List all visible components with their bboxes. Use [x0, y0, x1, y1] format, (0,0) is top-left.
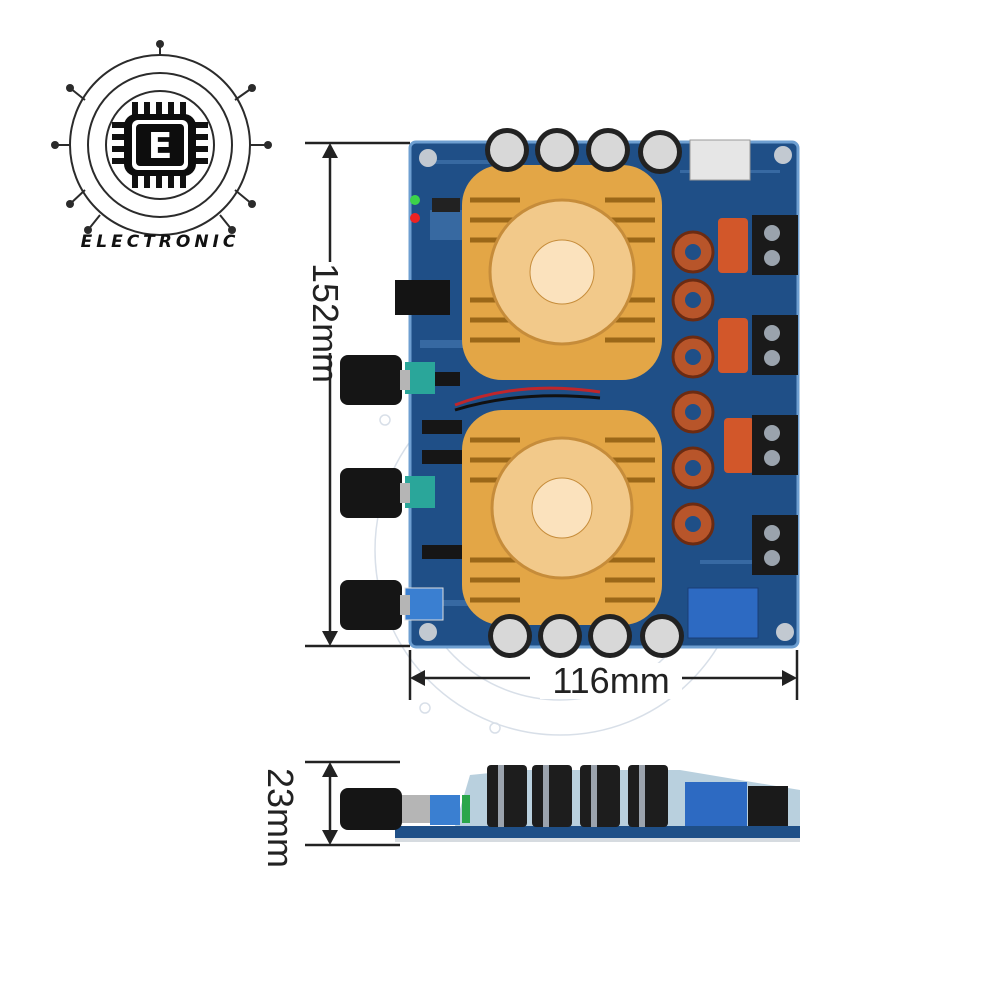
- electronic-logo: E: [51, 40, 272, 236]
- fan-wire: [454, 386, 601, 407]
- audio-jack: [395, 280, 450, 315]
- logo-circuit-dots: [51, 40, 272, 234]
- dimension-arrows: [322, 143, 797, 845]
- leds: [410, 195, 420, 223]
- logo-name: ELECTRONIC: [80, 232, 240, 252]
- depth-dimension-label: 23mm: [260, 768, 301, 869]
- mounting-holes: [419, 146, 794, 641]
- film-capacitors: [718, 218, 754, 473]
- lower-heatsink: [462, 410, 662, 625]
- dimension-lines: [305, 141, 799, 847]
- blue-trimmer: [404, 587, 444, 621]
- logo-letter: E: [148, 126, 173, 167]
- inductor-cores: [685, 244, 701, 532]
- height-dimension-label: 152mm: [305, 263, 346, 384]
- logo-circuit-rings: [55, 44, 268, 236]
- ic-chips: [422, 372, 462, 559]
- speaker-terminals: [752, 215, 798, 575]
- side-relay: [685, 782, 747, 826]
- volume-knobs: [340, 355, 410, 630]
- side-capacitors: [487, 765, 668, 827]
- side-trimmer: [430, 795, 460, 825]
- upper-heatsink: [462, 165, 662, 380]
- power-connector: [689, 139, 751, 181]
- capacitors-bottom: [488, 614, 684, 658]
- side-knob: [340, 788, 402, 830]
- width-dimension-label: 116mm: [540, 663, 682, 699]
- capacitors-top: [485, 128, 682, 174]
- logo-chip-icon: [112, 102, 208, 188]
- relay: [687, 587, 759, 639]
- pcb-side-view: [340, 765, 800, 842]
- side-terminal: [748, 786, 788, 826]
